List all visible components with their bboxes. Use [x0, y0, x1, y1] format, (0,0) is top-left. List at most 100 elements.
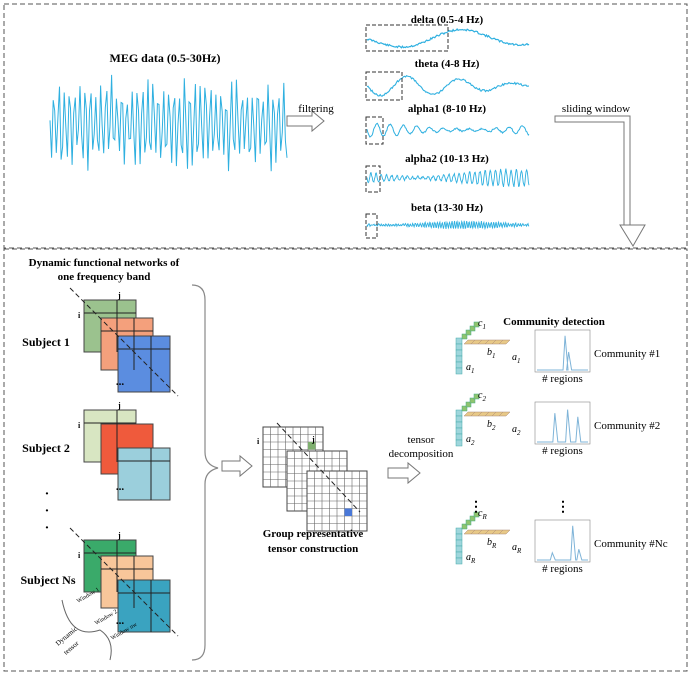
subject-1-stack: i j ...	[69, 287, 179, 397]
regions-label-3: # regions	[542, 563, 583, 575]
factor-b-label-1-sub: 1	[492, 352, 496, 360]
subjectNs-diagonal	[69, 527, 179, 637]
window-box-theta	[365, 71, 403, 101]
subject1-label: Subject 1	[22, 335, 70, 349]
factor-c-label-2: c2	[478, 390, 486, 403]
group-title-line1: Group representative	[263, 528, 364, 540]
community-label-3: Community #Nc	[594, 538, 668, 550]
factor-b-label-1: b1	[487, 347, 496, 360]
band-signal-theta	[366, 75, 529, 97]
tensor-decomp-line1: tensor	[408, 434, 435, 446]
subject2-i-label: i	[78, 421, 81, 430]
band-title-delta: delta (0.5-4 Hz)	[411, 14, 484, 26]
community-title: Community detection	[503, 316, 605, 328]
sliding-window-arrowhead	[619, 224, 646, 247]
factor-c-cell	[461, 405, 468, 412]
factor-a-label-1-sub: 1	[471, 367, 475, 375]
tensor-decomp-line2: decomposition	[389, 448, 454, 460]
subject1-j-label: j	[117, 291, 121, 300]
plot-a-label-2: a2	[512, 424, 521, 437]
community-plot-2	[534, 401, 591, 445]
plot-a-label-3: aR	[512, 542, 522, 555]
factor-b-cell	[498, 529, 511, 535]
sliding-window-label: sliding window	[562, 103, 630, 115]
factor-c-label-3-sub: R	[481, 513, 487, 521]
subjectNs-window3	[117, 579, 171, 633]
plot-a-label-2-sub: 2	[517, 429, 521, 437]
band-signal-alpha1	[366, 122, 530, 138]
community-plot-line-1	[537, 335, 588, 371]
subject2-window3	[117, 447, 171, 501]
factor-a-cell	[455, 337, 463, 345]
subjectNs-i-label: i	[78, 551, 81, 560]
factor-a-label-2: a2	[466, 434, 475, 447]
factor-c-cell	[469, 397, 476, 404]
factor-a-cell	[455, 349, 463, 357]
factor-a-cell	[455, 427, 463, 435]
factor-a-cell	[455, 527, 463, 535]
plot-a-label-3-sub: R	[516, 547, 522, 555]
group-title-line2: tensor construction	[268, 543, 359, 555]
window-brace	[61, 599, 112, 661]
group-diagonal	[276, 422, 361, 513]
factor-a-cell	[455, 415, 463, 423]
factor-a-cell	[455, 355, 463, 363]
factor-a-cell	[455, 533, 463, 541]
subject1-ellipsis: ...	[116, 376, 125, 388]
factor-c-cell	[465, 401, 472, 408]
factor-b-cell	[498, 339, 511, 345]
subjectNs-j-label: j	[117, 531, 121, 540]
factor-c-cell	[461, 333, 468, 340]
filtering-label: filtering	[298, 103, 334, 115]
community-vdots-mid: ⋮	[556, 500, 570, 515]
subject-dot-2: ·	[45, 504, 50, 519]
factor-a-cell	[455, 539, 463, 547]
window-box-alpha2	[365, 165, 381, 193]
community-label-1: Community #1	[594, 348, 660, 360]
factor-a-cell	[455, 409, 463, 417]
band-signal-beta	[366, 219, 530, 231]
window-box-beta	[365, 213, 378, 239]
subjectNs-label: Subject Ns	[20, 573, 75, 587]
factor-a-cell	[455, 361, 463, 369]
top-panel-border	[3, 3, 688, 249]
factor-a-cell	[455, 551, 463, 559]
factor-c-cell	[465, 329, 472, 336]
factor-a-label-3-sub: R	[470, 557, 476, 565]
community-plot-line-3	[537, 525, 588, 561]
factor-c-cell	[461, 523, 468, 530]
community-plot-3	[534, 519, 591, 563]
factor-a-label-2-sub: 2	[471, 439, 475, 447]
factor-a-cell	[455, 433, 463, 441]
regions-label-1: # regions	[542, 373, 583, 385]
factor-a-cell	[455, 557, 463, 565]
factor-c-label-1: c1	[478, 318, 486, 331]
group-j-label: j	[311, 435, 315, 444]
factor-c-cell	[473, 321, 480, 328]
meg-signal	[49, 74, 288, 172]
subject1-diagonal	[69, 287, 179, 397]
plot-a-label-1-sub: 1	[517, 357, 521, 365]
subjectNs-ellipsis: ...	[116, 615, 125, 627]
subject-dot-3: ·	[45, 521, 50, 536]
band-signal-alpha2	[366, 168, 530, 188]
filtering-arrow	[286, 109, 325, 133]
decomp-arrow	[387, 461, 421, 485]
factor-a-label-1: a1	[466, 362, 475, 375]
dfn-title-line1: Dynamic functional networks of	[29, 257, 180, 269]
community-label-2: Community #2	[594, 420, 660, 432]
subjects-brace	[191, 284, 219, 661]
band-title-alpha1: alpha1 (8-10 Hz)	[408, 103, 487, 115]
group-grid-highlight-cell	[344, 508, 352, 516]
factor-c-cell	[465, 519, 472, 526]
meg-title: MEG data (0.5-30Hz)	[110, 51, 221, 65]
group-i-label: i	[257, 437, 260, 446]
factor-c-cell	[469, 325, 476, 332]
factor-c-cell	[473, 511, 480, 518]
factor-c-cell	[473, 393, 480, 400]
subject-2-stack: i j ...	[78, 401, 171, 501]
factor-a-cell	[455, 343, 463, 351]
factor-a-cell	[455, 439, 463, 447]
